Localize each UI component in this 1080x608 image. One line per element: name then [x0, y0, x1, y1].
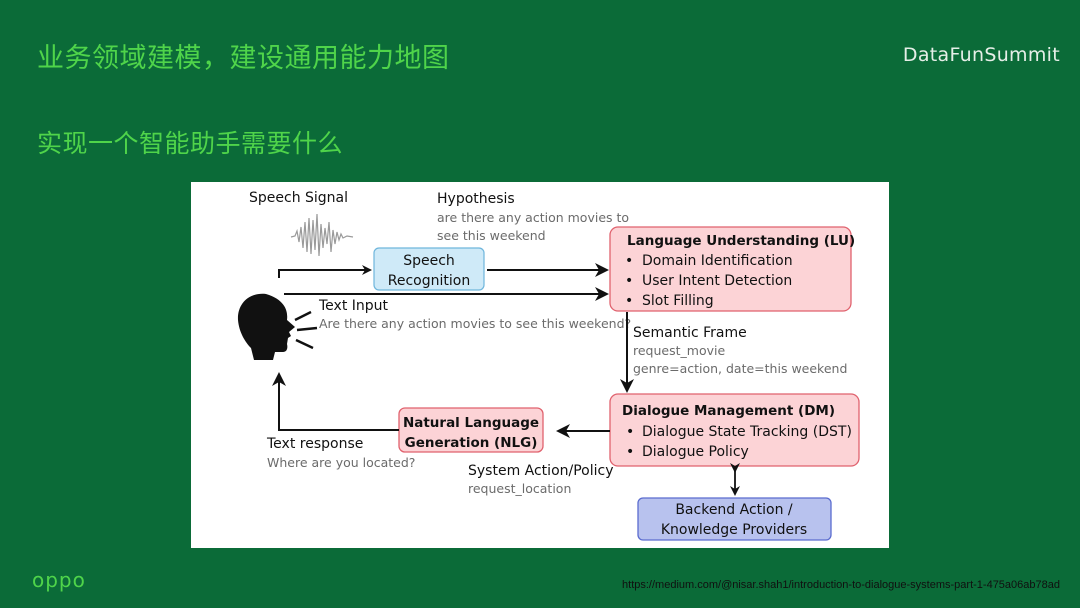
speech-recognition-line2: Recognition — [388, 273, 470, 289]
text-input-example: Are there any action movies to see this … — [319, 316, 631, 331]
lu-item-domain: Domain Identification — [642, 253, 793, 269]
nlg-line1: Natural Language — [403, 415, 539, 431]
backend-line1: Backend Action / — [675, 502, 793, 518]
lu-title: Language Understanding (LU) — [627, 233, 855, 249]
lu-bullet-3: • — [625, 293, 633, 309]
semantic-frame-line1: request_movie — [633, 343, 725, 358]
text-response-label: Text response — [266, 436, 363, 452]
lu-bullet-2: • — [625, 273, 633, 289]
brand-logo: DataFunSummit — [902, 44, 1060, 66]
speaking-head-icon — [237, 293, 318, 360]
dm-item-policy: Dialogue Policy — [642, 444, 749, 460]
text-input-label: Text Input — [318, 298, 389, 314]
speech-recognition-box — [373, 247, 485, 291]
backend-line2: Knowledge Providers — [661, 522, 807, 538]
semantic-frame-line2: genre=action, date=this weekend — [633, 361, 847, 376]
dm-bullet-2: • — [626, 444, 634, 460]
lu-bullet-1: • — [625, 253, 633, 269]
hypothesis-example-line2: see this weekend — [437, 228, 546, 243]
waveform-icon — [290, 213, 354, 257]
arrow-nlg-to-head — [272, 372, 399, 431]
semantic-frame-label: Semantic Frame — [633, 325, 747, 341]
lu-item-slot: Slot Filling — [642, 293, 714, 309]
system-action-label: System Action/Policy — [468, 463, 614, 479]
dm-bullet-1: • — [626, 424, 634, 440]
dialogue-system-diagram: Speech Signal Hypothesis are there any a… — [191, 182, 889, 548]
hypothesis-label: Hypothesis — [437, 191, 515, 207]
lu-item-intent: User Intent Detection — [642, 273, 792, 289]
backend-box — [637, 497, 832, 541]
speech-recognition-line1: Speech — [403, 253, 455, 269]
slide-subtitle: 实现一个智能助手需要什么 — [37, 129, 344, 158]
oppo-logo: oppo — [32, 568, 86, 592]
nlg-line2: Generation (NLG) — [405, 435, 538, 451]
hypothesis-example-line1: are there any action movies to — [437, 210, 629, 225]
speech-signal-label: Speech Signal — [249, 190, 348, 206]
source-link[interactable]: https://medium.com/@nisar.shah1/introduc… — [622, 579, 1060, 591]
system-action-example: request_location — [468, 481, 571, 496]
text-response-example: Where are you located? — [267, 455, 415, 470]
arrow-head-to-sr — [278, 265, 372, 278]
dm-item-dst: Dialogue State Tracking (DST) — [642, 424, 852, 440]
language-understanding-box — [609, 226, 852, 312]
slide-title: 业务领域建模，建设通用能力地图 — [37, 43, 450, 74]
dm-title: Dialogue Management (DM) — [622, 403, 835, 419]
